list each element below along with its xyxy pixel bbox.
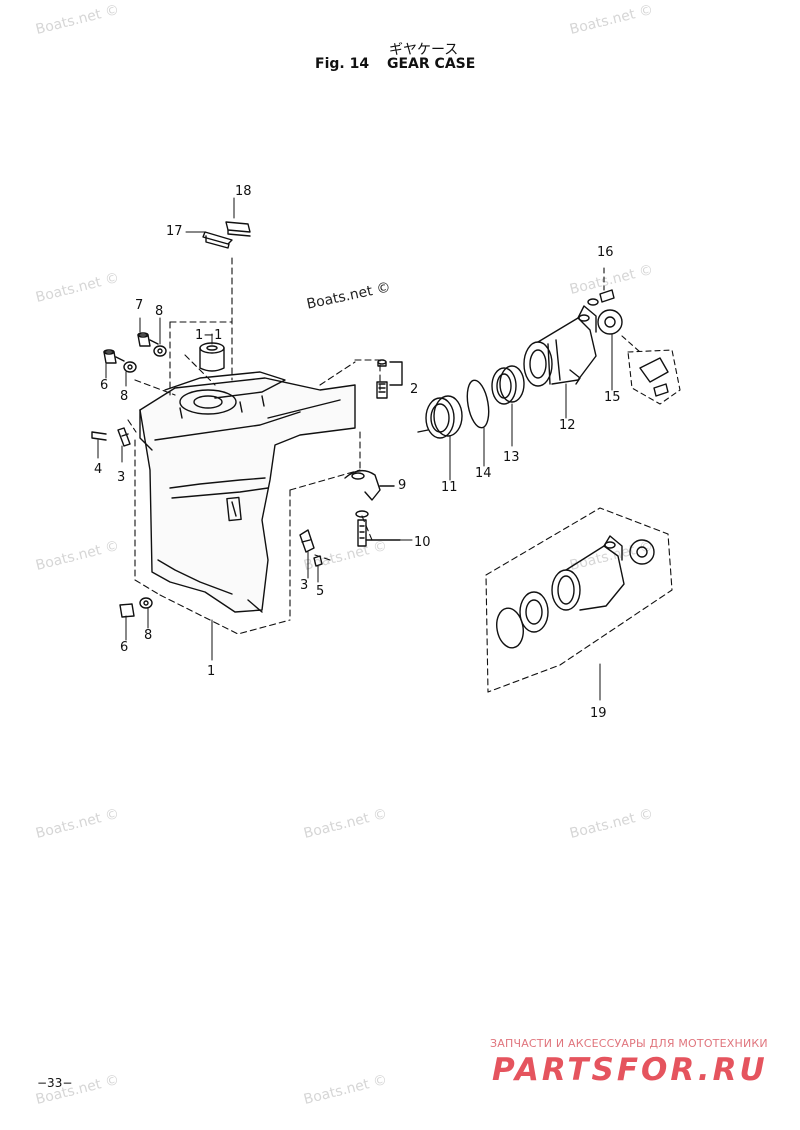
callout-8: 8: [144, 628, 153, 643]
callout-18: 18: [235, 184, 252, 199]
page-title: GEAR CASE: [387, 56, 476, 72]
bolt-part-16: [587, 289, 615, 306]
bearing-part-11: [417, 395, 463, 439]
bearing-housing-part-12: [523, 305, 597, 387]
callout-5: 5: [316, 584, 325, 599]
callout-6: 6: [120, 640, 129, 655]
figure-label: Fig. 14: [315, 56, 370, 72]
callout-3: 3: [117, 470, 126, 485]
gear-case-housing: [139, 371, 356, 613]
callout-3: 3: [300, 578, 309, 593]
anode-part-9-10: [344, 470, 401, 547]
rubber-part-17-18: [202, 221, 251, 249]
callout-14: 14: [475, 466, 492, 481]
callout-10: 10: [414, 535, 431, 550]
fasteners-left: [91, 332, 323, 618]
leader-lines: [97, 197, 613, 701]
seal-part-15: [597, 309, 623, 335]
callout-11: 11: [441, 480, 458, 495]
callout-19: 19: [590, 706, 607, 721]
bearing-part-13: [491, 365, 525, 405]
callout-6: 6: [100, 378, 109, 393]
callout-15: 15: [604, 390, 621, 405]
o-ring-part-14: [466, 379, 490, 429]
callout-1-1: 1−1: [195, 328, 223, 343]
callout-12: 12: [559, 418, 576, 433]
japanese-title: ギヤケース: [389, 42, 459, 58]
callout-9: 9: [398, 478, 407, 493]
callout-7: 7: [135, 298, 144, 313]
kit-part-19: [496, 535, 655, 649]
callout-8: 8: [155, 304, 164, 319]
brand-logo: PARTSFOR.RU: [492, 1052, 768, 1088]
callout-16: 16: [597, 245, 614, 260]
brand-subtitle: ЗАПЧАСТИ И АКСЕССУАРЫ ДЛЯ МОТОТЕХНИКИ: [490, 1037, 768, 1050]
callout-13: 13: [503, 450, 520, 465]
bolt-part-2: [376, 359, 403, 399]
page-number: −33−: [37, 1076, 73, 1090]
callout-17: 17: [166, 224, 183, 239]
bushing-part: [199, 342, 225, 372]
callout-1: 1: [207, 664, 216, 679]
callout-2: 2: [410, 382, 419, 397]
callout-4: 4: [94, 462, 103, 477]
callout-8: 8: [120, 389, 129, 404]
